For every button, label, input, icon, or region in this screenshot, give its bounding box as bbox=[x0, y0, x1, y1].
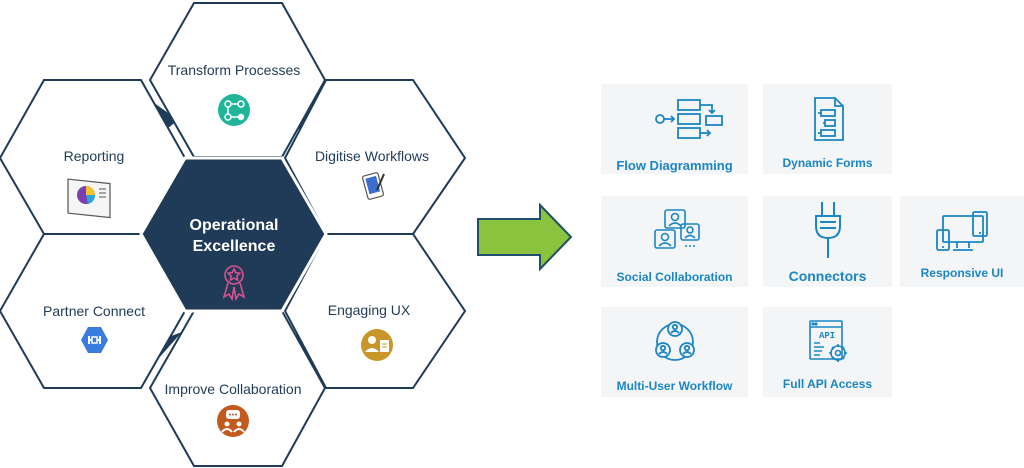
feature-label: Connectors bbox=[788, 268, 867, 284]
multi-user-icon bbox=[601, 317, 748, 367]
feature-label: Social Collaboration bbox=[616, 270, 733, 284]
center-title-line1: Operational bbox=[190, 217, 279, 234]
hex-label-reporting: Reporting bbox=[64, 148, 125, 164]
feature-label: Multi-User Workflow bbox=[616, 379, 733, 393]
feature-label: Dynamic Forms bbox=[782, 156, 873, 170]
svg-text:API: API bbox=[819, 331, 835, 341]
hex-engaging-ux bbox=[283, 233, 467, 389]
feature-tile-connectors: Connectors bbox=[763, 196, 892, 287]
user-document-icon bbox=[361, 329, 393, 361]
hex-label-digitise-workflows: Digitise Workflows bbox=[315, 148, 429, 164]
collaboration-chat-icon bbox=[217, 405, 249, 437]
hex-operational-excellence bbox=[139, 156, 328, 313]
feature-label: Flow Diagramming bbox=[616, 158, 733, 173]
hex-label-engaging-ux: Engaging UX bbox=[328, 302, 411, 318]
feature-label: Responsive UI bbox=[920, 266, 1004, 280]
feature-tile-flow-diagramming: Flow Diagramming bbox=[601, 84, 748, 174]
ribbon-award-icon bbox=[222, 265, 246, 302]
hex-label-partner-connect: Partner Connect bbox=[43, 303, 145, 319]
process-flow-icon bbox=[218, 94, 250, 126]
right-arrow-icon bbox=[477, 202, 573, 272]
form-document-icon bbox=[763, 94, 892, 144]
tablet-stylus-icon bbox=[362, 172, 385, 200]
hex-label-transform-processes: Transform Processes bbox=[168, 62, 301, 78]
plug-icon bbox=[763, 200, 892, 260]
feature-tile-multi-user-workflow: Multi-User Workflow bbox=[601, 307, 748, 397]
hex-label-improve-collaboration: Improve Collaboration bbox=[165, 381, 302, 397]
feature-tile-responsive-ui: Responsive UI bbox=[900, 196, 1024, 287]
social-chat-icon bbox=[601, 206, 748, 256]
center-title-line2: Excellence bbox=[193, 238, 276, 255]
pie-chart-board-icon bbox=[67, 178, 111, 219]
feature-label: Full API Access bbox=[782, 377, 873, 391]
connector-hexagon-icon bbox=[81, 327, 108, 353]
feature-tile-dynamic-forms: Dynamic Forms bbox=[763, 84, 892, 174]
devices-icon bbox=[900, 206, 1024, 256]
flowchart-icon bbox=[601, 94, 748, 144]
feature-tile-full-api-access: API Full API Access bbox=[763, 307, 892, 397]
api-gear-icon: API bbox=[763, 317, 892, 367]
feature-tile-social-collaboration: Social Collaboration bbox=[601, 196, 748, 287]
